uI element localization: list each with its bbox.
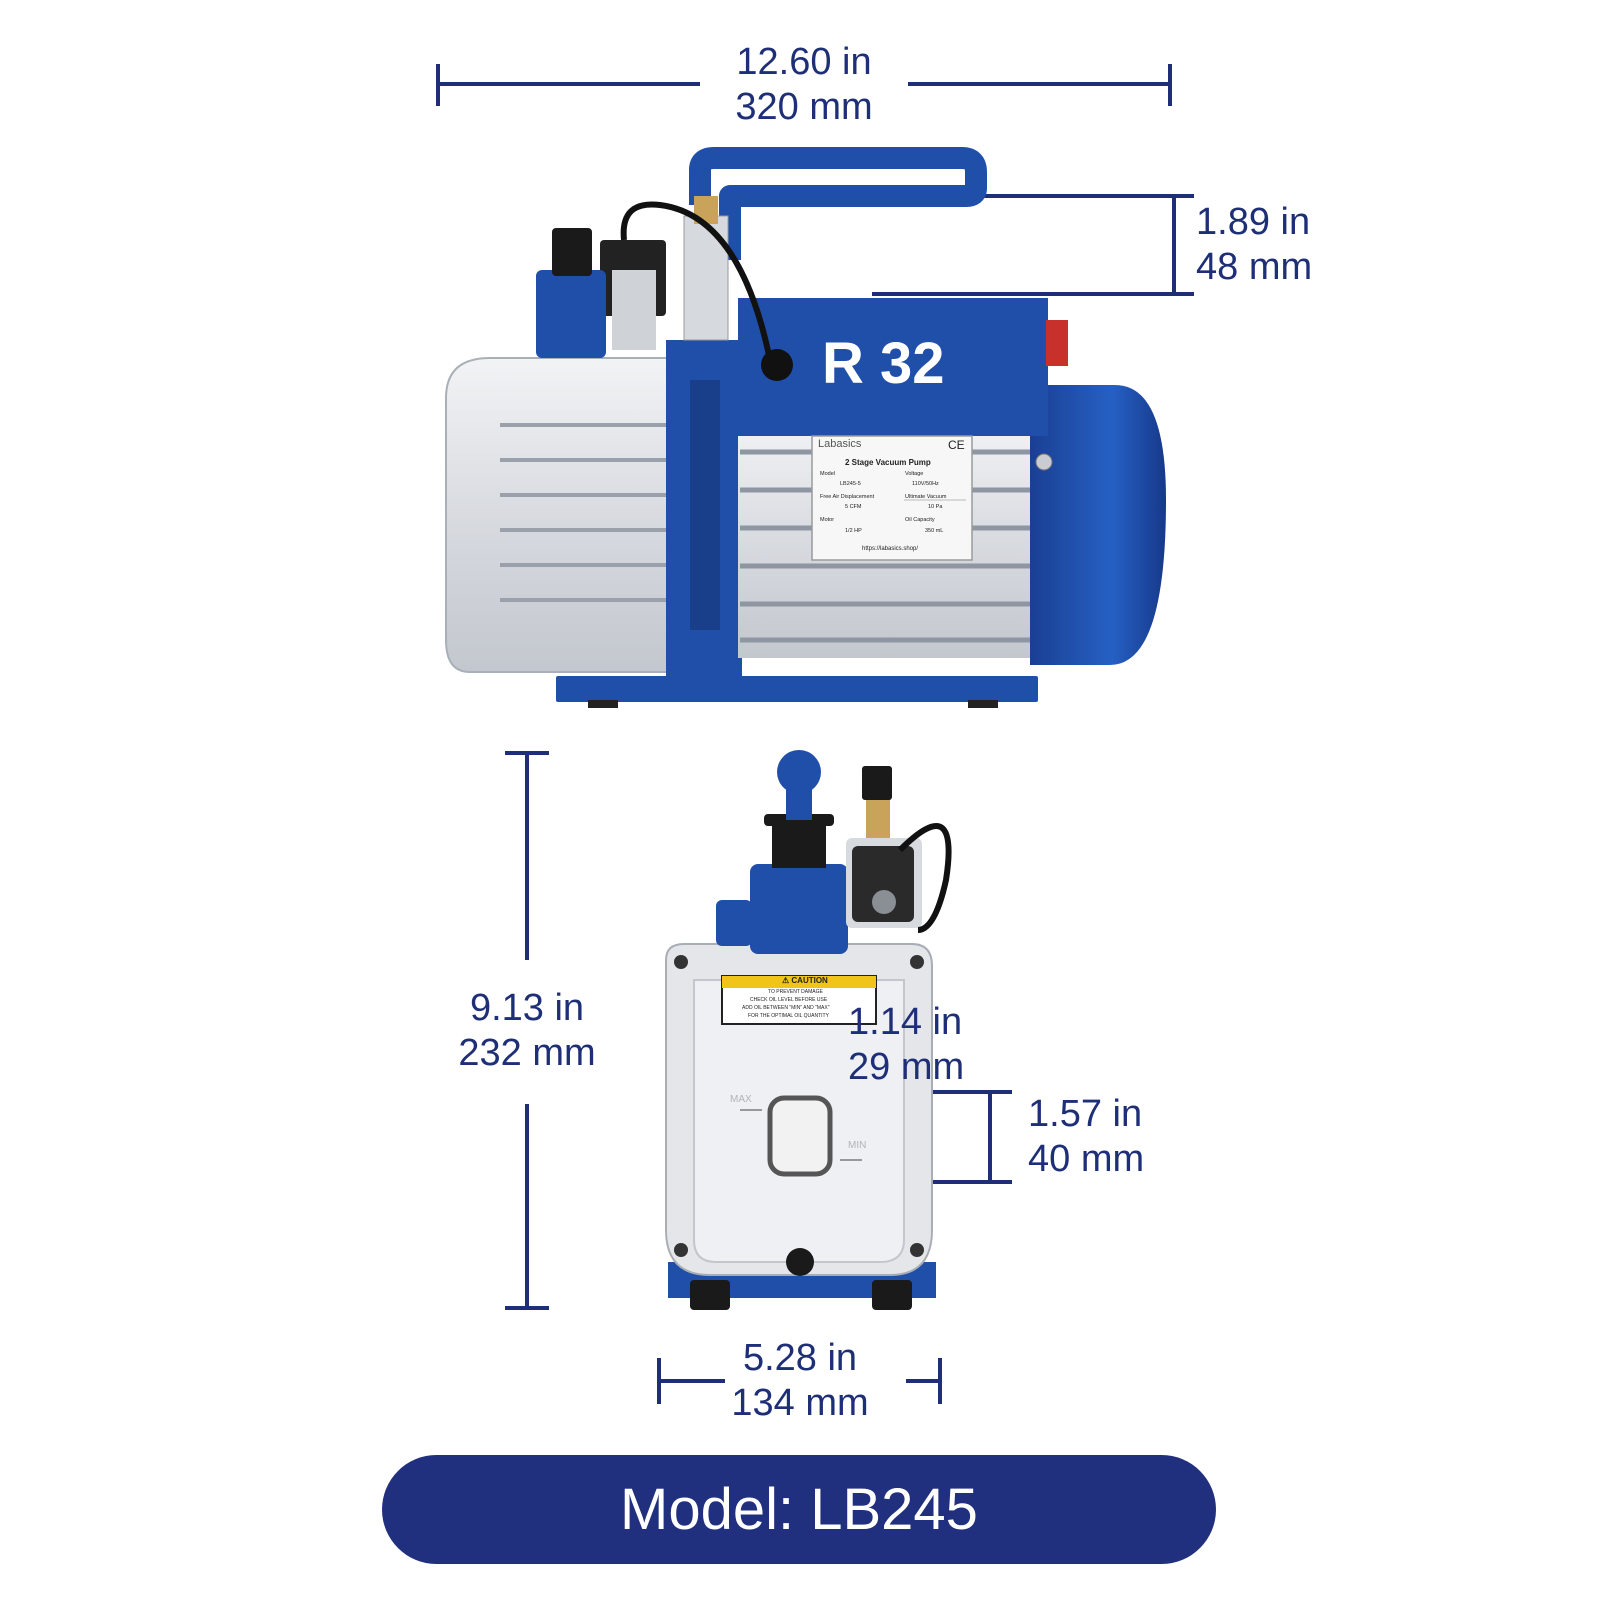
nameplate-displacement-value: 5 CFM	[845, 504, 862, 510]
height-mm: 232 mm	[458, 1032, 596, 1074]
side-marking-label: R 32	[818, 330, 949, 397]
width-dimension: 5.28 in 134 mm	[718, 1336, 882, 1426]
drain-plug	[786, 1248, 814, 1276]
power-switch	[1046, 320, 1068, 366]
sight-glass	[767, 1095, 833, 1177]
nameplate-oil-label: Oil Capacity	[905, 517, 935, 523]
caution-line-2: CHECK OIL LEVEL BEFORE USE	[750, 997, 828, 1003]
sight-glass-width-in: 1.14 in	[848, 1001, 963, 1043]
height-dimension: 9.13 in 232 mm	[440, 986, 614, 1076]
oil-mark-max: MAX	[730, 1094, 752, 1105]
nameplate-voltage-value: 110V/50Hz	[912, 481, 939, 487]
nameplate-motor-value: 1/2 HP	[845, 528, 862, 534]
sight-glass-width-mm: 29 mm	[848, 1046, 965, 1088]
caution-line-3: ADD OIL BETWEEN "MIN" AND "MAX"	[742, 1005, 830, 1011]
nameplate-model-label: Model	[820, 471, 835, 477]
sight-glass-width-dimension: 1.14 in 29 mm	[848, 1000, 988, 1090]
nameplate-brand: Labasics	[818, 438, 862, 450]
handle-height-dimension: 1.89 in 48 mm	[1196, 200, 1356, 290]
sight-glass-height-dimension: 1.57 in 40 mm	[1028, 1092, 1188, 1182]
caution-line-1: TO PREVENT DAMAGE	[768, 989, 823, 995]
nameplate-vacuum-value: 10 Pa	[928, 504, 943, 510]
nameplate-vacuum-label: Ultimate Vacuum	[905, 494, 947, 500]
motor-end-cap	[1030, 385, 1166, 665]
valve-fitting	[683, 215, 729, 341]
nameplate-voltage-label: Voltage	[905, 471, 924, 477]
nameplate-displacement-label: Free Air Displacement	[820, 494, 875, 500]
sight-glass-height-in: 1.57 in	[1028, 1093, 1143, 1135]
base-plate	[556, 676, 1038, 702]
carry-handle	[689, 147, 987, 260]
nameplate-url: https://labasics.shop/	[862, 546, 919, 552]
caution-line-4: FOR THE OPTIMAL OIL QUANTITY	[748, 1013, 829, 1019]
length-mm: 320 mm	[735, 86, 873, 128]
width-mm: 134 mm	[731, 1382, 869, 1424]
handle-height-mm: 48 mm	[1196, 246, 1313, 288]
width-in: 5.28 in	[742, 1337, 858, 1379]
oil-mark-min: MIN	[848, 1140, 867, 1151]
side-view: R 32	[445, 147, 1166, 708]
nameplate-ce-mark: CE	[948, 438, 965, 452]
front-view	[665, 750, 952, 1310]
model-banner: Model: LB245	[382, 1455, 1216, 1564]
length-in: 12.60 in	[736, 41, 872, 83]
nameplate	[811, 435, 973, 561]
pump-housing	[445, 357, 669, 673]
nameplate-motor-label: Motor	[820, 517, 835, 523]
nameplate-oil-value: 350 mL	[925, 528, 944, 534]
height-in: 9.13 in	[469, 987, 585, 1029]
nameplate-title: 2 Stage Vacuum Pump	[845, 458, 931, 467]
oil-fill-cap	[536, 270, 606, 358]
length-dimension: 12.60 in 320 mm	[704, 40, 904, 130]
nameplate-model-value: LB245-5	[840, 481, 861, 487]
caution-title: ⚠ CAUTION	[782, 976, 828, 985]
handle-height-in: 1.89 in	[1196, 201, 1311, 243]
front-oil-cap	[750, 864, 848, 954]
sight-glass-height-mm: 40 mm	[1028, 1138, 1145, 1180]
